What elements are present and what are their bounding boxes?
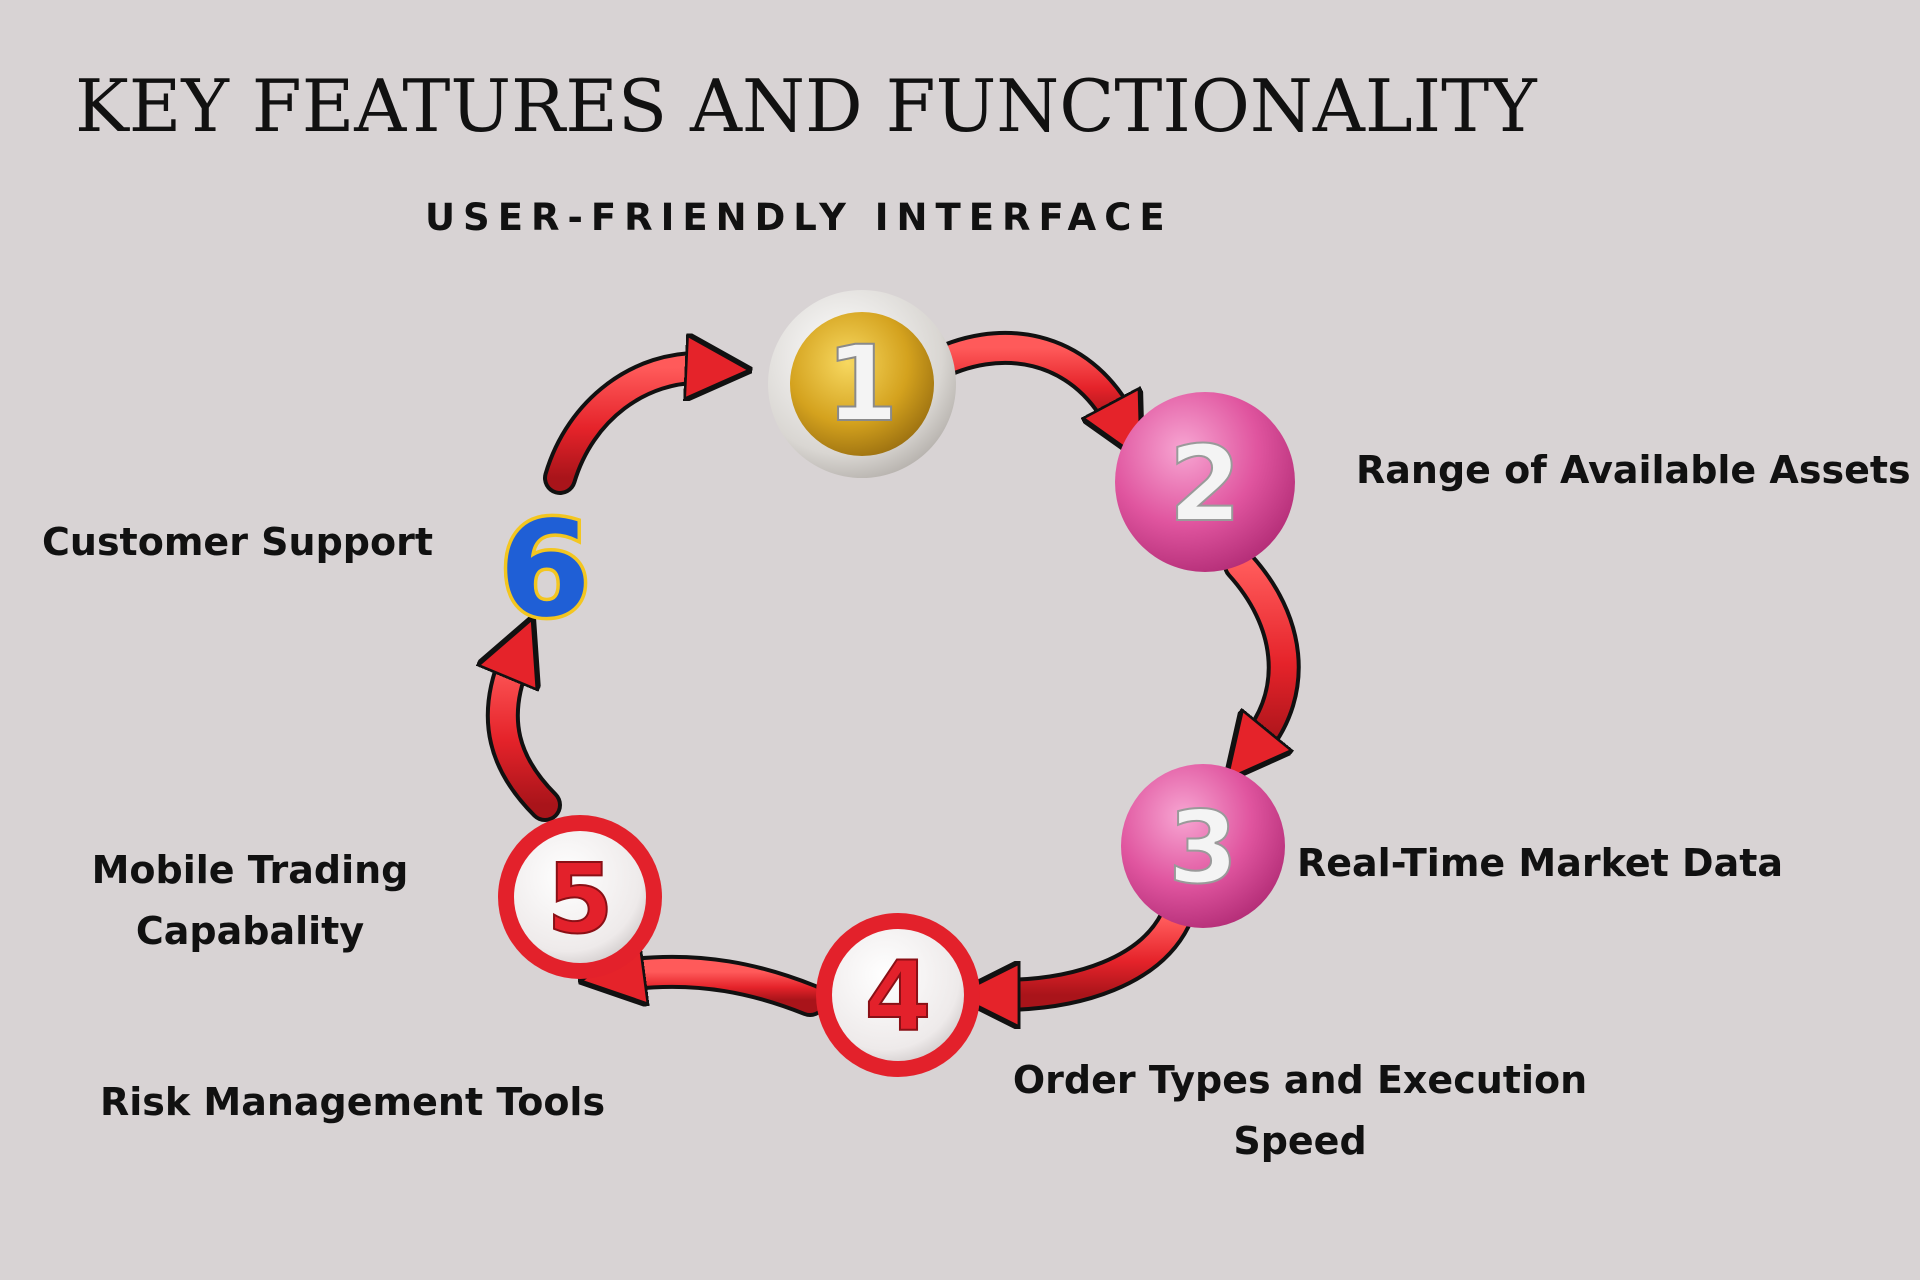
step-3-badge: 3: [1121, 764, 1285, 928]
page-subtitle: USER-FRIENDLY INTERFACE: [425, 196, 1173, 239]
arrow-5-to-6: [503, 660, 562, 822]
step-3-label: Real-Time Market Data: [1297, 841, 1784, 885]
step-1-number: 1: [826, 323, 898, 445]
step-6-label: Customer Support: [42, 520, 434, 564]
arrow-4-to-5: [625, 972, 827, 1017]
arrow-1-to-2: [913, 330, 1120, 420]
step-4-badge: 4: [816, 913, 980, 1077]
step-2-label: Range of Available Assets: [1356, 448, 1911, 492]
step-4-label: Order Types and Execution Speed: [1012, 1058, 1588, 1163]
step-2-number: 2: [1169, 423, 1241, 545]
step-5-badge: 5: [498, 815, 662, 979]
step-4-number: 4: [865, 941, 932, 1053]
step-2-badge: 2: [1115, 392, 1295, 572]
step-3-number: 3: [1168, 789, 1238, 906]
arrow-2-to-3: [1240, 548, 1301, 745]
step-6-badge: 6: [496, 490, 595, 651]
page-title: KEY FEATURES AND FUNCTIONALITY: [75, 64, 1537, 148]
arrow-6-to-1: [543, 368, 705, 495]
step-6-number: 6: [499, 493, 591, 647]
arrow-3-to-4: [1000, 903, 1192, 995]
step-5-number: 5: [547, 843, 614, 955]
step-1-badge: 1: [768, 290, 956, 478]
risk-management-label: Risk Management Tools: [100, 1080, 606, 1124]
step-5-label: Mobile Trading Capabality: [91, 848, 409, 953]
